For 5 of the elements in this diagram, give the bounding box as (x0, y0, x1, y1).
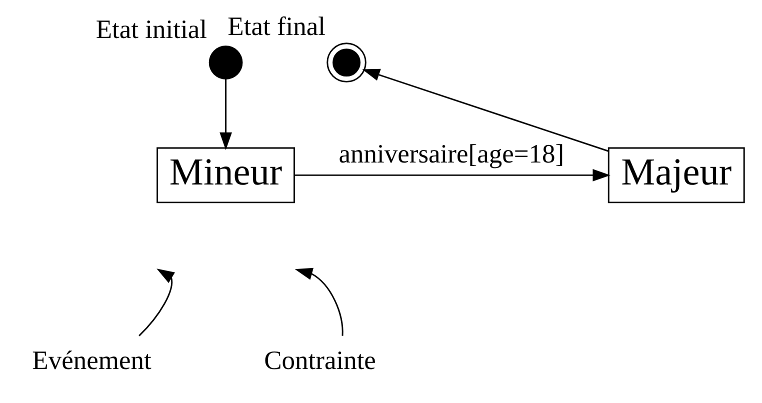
edge-label: anniversaire[age=18] (338, 138, 564, 169)
node-text: Evénement (32, 345, 151, 376)
node-label: Etat final (227, 11, 326, 42)
node-text: Contrainte (264, 345, 376, 376)
node-label: Etat initial (95, 14, 206, 44)
